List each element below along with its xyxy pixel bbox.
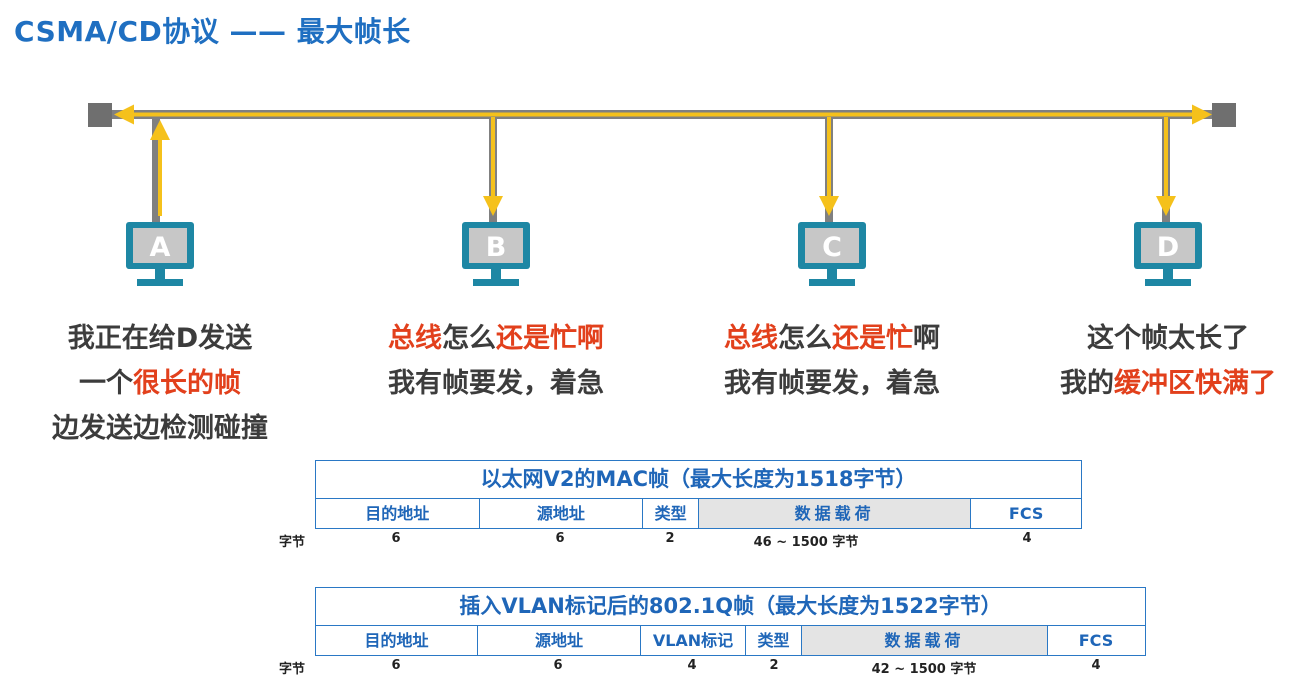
caption-line: 一个很长的帧: [0, 361, 325, 406]
caption-line: 边发送边检测碰撞: [0, 406, 325, 451]
payload-field: 数据载荷: [801, 626, 1047, 655]
bus-terminator-right: [1212, 103, 1236, 127]
highlighted-text: 还是忙: [832, 323, 913, 354]
field-byte-count: 2: [769, 658, 779, 673]
frame-field: VLAN标记: [640, 626, 745, 655]
field-byte-count: 6: [553, 658, 563, 673]
caption-line: 我有帧要发，着急: [667, 361, 997, 406]
frame-field: 源地址: [477, 626, 640, 655]
caption-text: 这个帧太长了: [1087, 323, 1249, 354]
bus-diagram: A B C D: [88, 103, 1236, 286]
station-c-caption: 总线怎么还是忙啊我有帧要发，着急: [667, 316, 997, 406]
frame-field: FCS: [1047, 626, 1144, 655]
bytes-row-label: 字节: [279, 535, 306, 550]
station-a-caption: 我正在给D发送一个很长的帧边发送边检测碰撞: [0, 316, 325, 451]
highlighted-text: 缓冲区快满了: [1114, 368, 1276, 399]
bytes-row-label: 字节: [279, 662, 306, 677]
caption-text: 啊: [913, 323, 940, 354]
station-letter: D: [1157, 232, 1179, 263]
caption-text: 我的: [1060, 368, 1114, 399]
field-byte-count: 6: [555, 531, 565, 546]
field-byte-count: 2: [665, 531, 675, 546]
station-letter: A: [150, 232, 171, 263]
caption-line: 我正在给D发送: [0, 316, 325, 361]
field-byte-count: 4: [1091, 658, 1101, 673]
highlighted-text: 总线: [388, 323, 442, 354]
station-b-caption: 总线怎么还是忙啊我有帧要发，着急: [331, 316, 661, 406]
field-byte-count: 6: [391, 658, 401, 673]
ethernet-v2-byte-row: 字节 6 6 2 46 ~ 1500 字节 4: [0, 531, 1297, 553]
vlan-8021q-byte-row: 字节 6 6 4 2 42 ~ 1500 字节 4: [0, 658, 1297, 680]
monitor-icon-d: D: [1134, 222, 1202, 286]
station-letter: B: [486, 232, 507, 263]
station-d-caption: 这个帧太长了我的缓冲区快满了: [1003, 316, 1297, 406]
highlighted-text: 还是忙啊: [496, 323, 604, 354]
frame-field: FCS: [970, 499, 1081, 528]
caption-text: 我正在给D发送: [67, 323, 253, 354]
monitor-icon-c: C: [798, 222, 866, 286]
frame-title: 插入VLAN标记后的802.1Q帧（最大长度为1522字节）: [316, 588, 1145, 626]
field-byte-count: 6: [391, 531, 401, 546]
caption-line: 我有帧要发，着急: [331, 361, 661, 406]
field-byte-count: 4: [687, 658, 697, 673]
frame-title: 以太网V2的MAC帧（最大长度为1518字节）: [316, 461, 1081, 499]
caption-text: 我有帧要发，着急: [724, 368, 940, 399]
highlighted-text: 很长的帧: [133, 368, 241, 399]
station-letter: C: [822, 232, 842, 263]
bus-terminator-left: [88, 103, 112, 127]
caption-text: 怎么: [778, 323, 832, 354]
caption-line: 总线怎么还是忙啊: [331, 316, 661, 361]
frame-field: 目的地址: [364, 631, 429, 650]
caption-text: 我有帧要发，着急: [388, 368, 604, 399]
frame-field: 目的地址: [365, 504, 430, 523]
caption-line: 我的缓冲区快满了: [1003, 361, 1297, 406]
caption-text: 一个: [79, 368, 133, 399]
frame-field: 类型: [642, 499, 698, 528]
caption-line: 这个帧太长了: [1003, 316, 1297, 361]
caption-text: 怎么: [442, 323, 496, 354]
field-byte-count: 4: [1022, 531, 1032, 546]
monitor-icon-b: B: [462, 222, 530, 286]
highlighted-text: 总线: [724, 323, 778, 354]
frame-field: 类型: [745, 626, 801, 655]
frame-field: 源地址: [478, 499, 643, 528]
field-byte-count: 42 ~ 1500 字节: [871, 662, 977, 677]
drop-cable-a: [152, 118, 160, 223]
caption-text: 边发送边检测碰撞: [52, 413, 268, 444]
caption-line: 总线怎么还是忙啊: [667, 316, 997, 361]
field-byte-count: 46 ~ 1500 字节: [753, 535, 859, 550]
page-title: CSMA/CD协议 —— 最大帧长: [14, 15, 411, 48]
monitor-icon-a: A: [126, 222, 194, 286]
payload-field: 数据载荷: [698, 499, 971, 528]
